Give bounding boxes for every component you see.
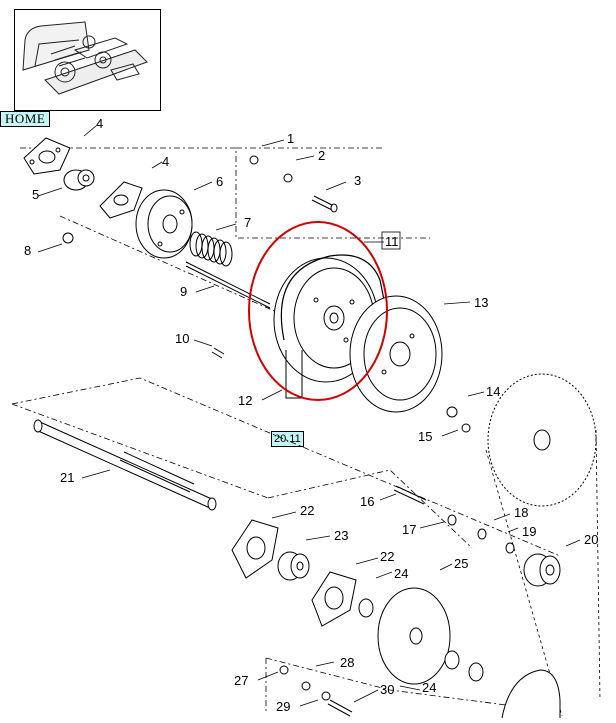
- callout-25: 25: [454, 556, 468, 571]
- callout-29: 29: [276, 699, 290, 714]
- callout-7: 7: [244, 215, 251, 230]
- callout-3: 3: [354, 173, 361, 188]
- callout-11: 11: [385, 234, 399, 249]
- callout-30: 30: [380, 682, 394, 697]
- machine-overview-thumbnail[interactable]: [14, 9, 161, 111]
- callout-1: 1: [287, 131, 294, 146]
- callout-22a: 22: [300, 503, 314, 518]
- callout-22b: 22: [380, 549, 394, 564]
- callout-20: 20: [584, 532, 598, 547]
- callout-14: 14: [486, 384, 500, 399]
- callout-21: 21: [60, 470, 74, 485]
- callout-9: 9: [180, 284, 187, 299]
- callout-5: 5: [32, 187, 39, 202]
- callout-28: 28: [340, 655, 354, 670]
- callout-8: 8: [24, 243, 31, 258]
- callout-10: 10: [175, 331, 189, 346]
- callout-2: 2: [318, 148, 325, 163]
- callout-27: 27: [234, 673, 248, 688]
- callout-16: 16: [360, 494, 374, 509]
- callout-12: 12: [238, 393, 252, 408]
- callout-17: 17: [402, 522, 416, 537]
- callout-6: 6: [216, 174, 223, 189]
- callout-19: 19: [522, 524, 536, 539]
- callout-4a: 4: [96, 116, 103, 131]
- home-link[interactable]: HOME: [0, 111, 51, 127]
- callout-13: 13: [474, 295, 488, 310]
- callout-18: 18: [514, 505, 528, 520]
- callout-24b: 24: [422, 680, 436, 695]
- callout-23: 23: [334, 528, 348, 543]
- callout-24a: 24: [394, 566, 408, 581]
- callout-15: 15: [418, 429, 432, 444]
- callout-4b: 4: [162, 154, 169, 169]
- machine-overview-icon: [22, 21, 148, 95]
